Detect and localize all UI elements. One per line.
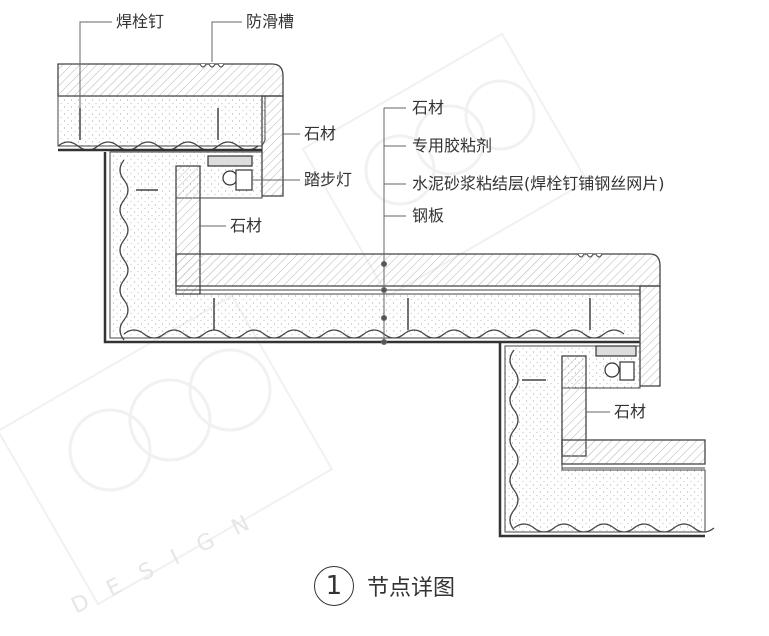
label-weld-stud: 焊栓钉 — [116, 12, 165, 31]
upper-riser-stone — [261, 95, 284, 197]
weld-studs-upper — [79, 108, 219, 140]
watermark-logo — [0, 32, 589, 606]
label-steel-plate: 钢板 — [412, 206, 445, 225]
middle-steel-plate — [103, 152, 640, 344]
middle-tread-stone — [175, 253, 661, 287]
middle-riser-stone — [639, 285, 661, 387]
anti-slip-grooves-middle — [577, 253, 603, 258]
steel-mesh-middle-bottom — [123, 329, 625, 339]
weld-studs-middle — [136, 189, 591, 330]
leader-lines — [79, 21, 610, 413]
lower-mortar-layer — [504, 345, 706, 533]
upper-stone-slab — [57, 63, 284, 97]
upper-mortar-layer — [57, 95, 266, 147]
lower-steel-plate — [498, 342, 705, 538]
steel-mesh-lower-vertical — [509, 349, 519, 531]
figure-caption: 1 节点详图 — [0, 566, 769, 606]
label-stone-lower: 石材 — [614, 402, 647, 421]
label-stone-inner: 石材 — [230, 216, 263, 235]
label-mortar: 水泥砂浆粘结层(焊栓钉铺钢丝网片) — [412, 174, 665, 193]
label-stone-riser-upper: 石材 — [304, 124, 337, 143]
label-anti-slip-groove: 防滑槽 — [246, 12, 295, 31]
step-light-lower — [595, 345, 637, 381]
lower-riser-stone — [561, 355, 587, 457]
anti-slip-grooves — [199, 63, 225, 68]
lower-tread-stone — [561, 439, 706, 465]
caption-number: 1 — [313, 566, 354, 606]
label-step-light: 踏步灯 — [304, 170, 353, 189]
label-stone-layer: 石材 — [412, 98, 445, 117]
steel-mesh-middle-vertical — [119, 159, 129, 341]
steel-mesh-lower-bottom — [513, 523, 715, 533]
label-adhesive: 专用胶粘剂 — [412, 136, 493, 155]
caption-title: 节点详图 — [367, 576, 456, 601]
step-light-upper — [207, 155, 253, 191]
